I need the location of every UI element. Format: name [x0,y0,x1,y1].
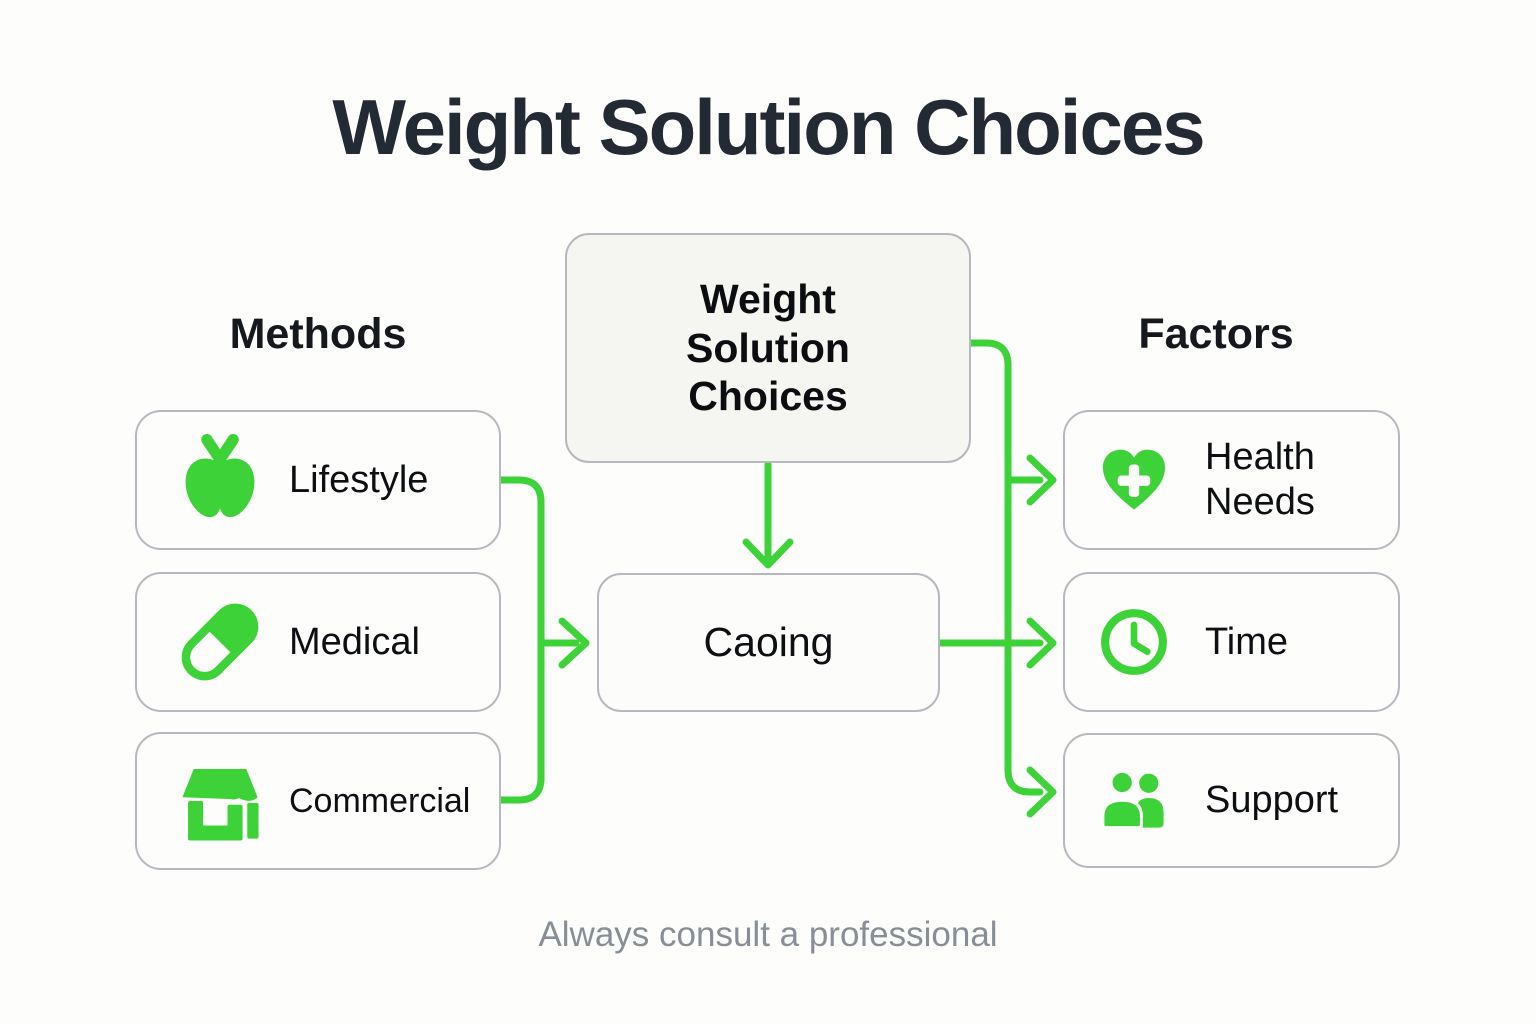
methods-column-header: Methods [229,310,407,358]
clock-icon [1097,605,1171,679]
node-commercial: Commercial [135,732,501,870]
node-label: Health Needs [1205,436,1315,523]
node-weight-solution-choices: Weight Solution Choices [565,233,971,463]
node-health-needs: Health Needs [1063,410,1400,550]
node-time: Time [1063,572,1400,712]
node-label: Commercial [289,781,471,820]
page-title: Weight Solution Choices [332,83,1205,171]
apple-icon [173,433,267,527]
node-label: Time [1205,620,1289,663]
edge-lifestyle-commercial-bus [496,476,545,804]
node-support: Support [1063,733,1400,868]
arrowhead-hub [558,617,590,669]
disclaimer-text: Always consult a professional [538,915,998,954]
node-label: Lifestyle [289,458,429,501]
arrowhead-health [1026,454,1057,506]
node-lifestyle: Lifestyle [135,410,501,550]
arrowhead-time [1026,617,1057,669]
node-caoing: Caoing [597,573,940,712]
node-label: Weight Solution Choices [686,276,850,420]
arrowhead-root-hub [742,538,794,569]
store-icon [173,754,267,848]
heart-plus-icon [1097,443,1171,517]
pill-icon [173,595,267,689]
factors-column-header: Factors [1138,310,1294,358]
node-medical: Medical [135,572,501,712]
people-icon [1097,764,1171,838]
node-label: Caoing [703,619,834,666]
node-label: Support [1205,779,1339,822]
node-label: Medical [289,620,420,663]
arrowhead-support [1026,766,1057,818]
edge-root-right-bus [966,339,1044,796]
